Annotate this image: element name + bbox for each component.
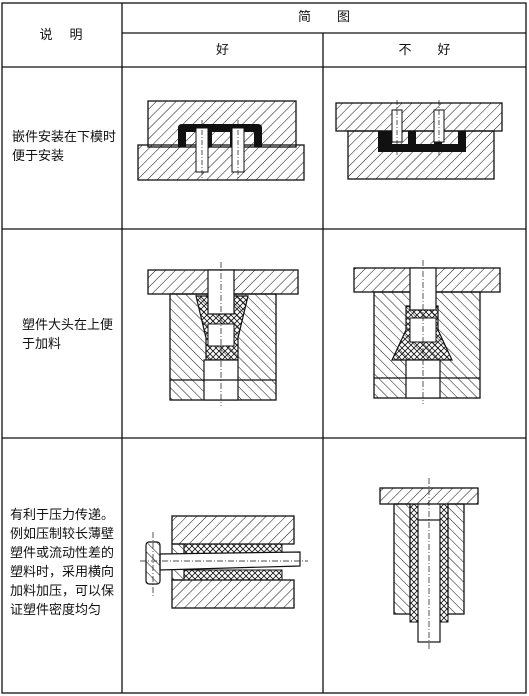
header-diagrams: 简 图 (297, 10, 350, 25)
row2-bad-diagram (353, 260, 501, 404)
row1-good-diagram (137, 100, 305, 181)
row2-good-diagram (147, 262, 299, 406)
row1-bad-diagram (335, 100, 503, 180)
header-bad: 不 好 (398, 43, 451, 58)
header-good: 好 (215, 43, 229, 58)
row3-good-diagram (140, 515, 308, 609)
row2-description: 塑件大头在上便于加料 (22, 318, 114, 352)
row3-description: 有利于压力传递。例如压制较长薄壁塑件或流动性差的塑料时，采用横向加料加压，可以保… (10, 508, 115, 618)
header-description: 说 明 (39, 28, 85, 43)
row3-bad-diagram (379, 478, 479, 650)
row1-description: 嵌件安装在下模时便于安装 (12, 130, 117, 164)
